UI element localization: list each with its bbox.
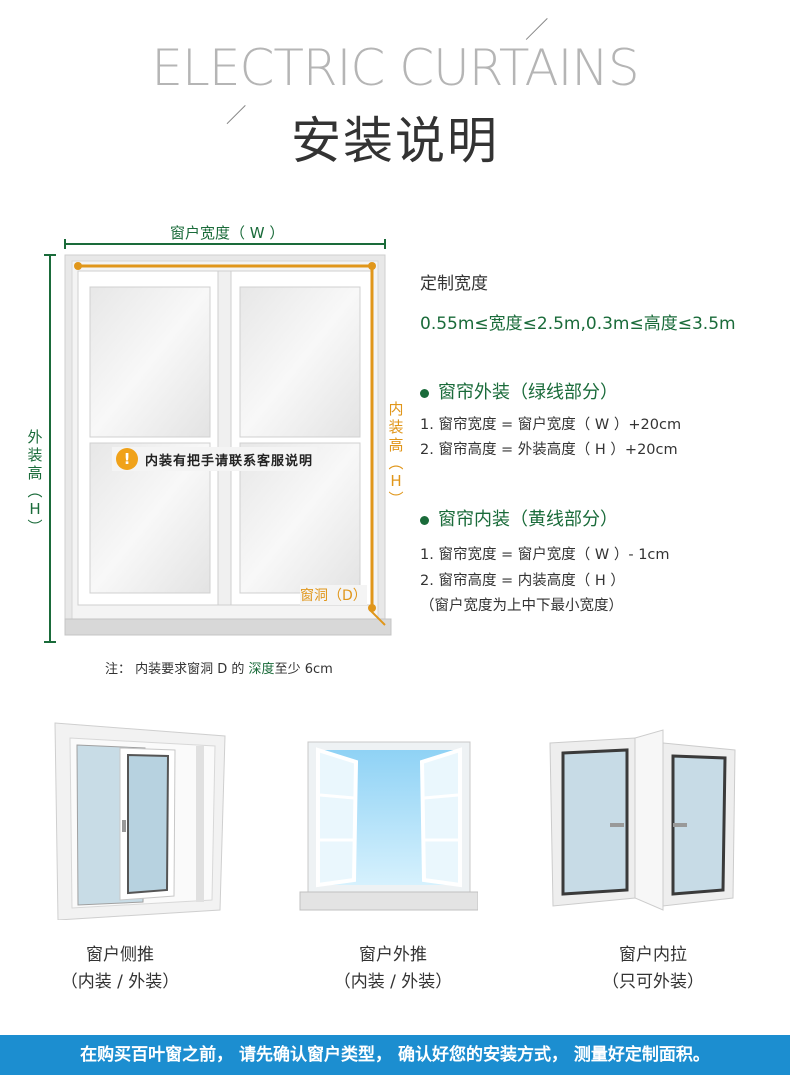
window-type-name: 窗户侧推 — [86, 945, 154, 965]
inner-height-label: 内 装 高 ︵ H ︶ — [387, 400, 405, 508]
outer-height-label: 外 装 高 ︵ H ︶ — [26, 428, 44, 536]
green-dot-icon — [420, 388, 429, 398]
inner-height-char: 高 — [388, 436, 404, 454]
outer-install-line: 2. 窗帘高度 = 外装高度（ H ）+20cm — [420, 442, 678, 458]
inner-install-title-text: 窗帘内装（黄线部分） — [438, 509, 618, 530]
inner-height-char: ︵ — [388, 454, 404, 472]
orange-dot-icon — [420, 515, 429, 525]
outer-height-char: ︵ — [27, 482, 43, 500]
depth-note-highlight: 深度 — [248, 662, 275, 677]
outer-height-char: H — [29, 500, 41, 518]
window-type-install: （只可外装） — [602, 972, 704, 992]
size-range: 0.55m≤宽度≤2.5m,0.3m≤高度≤3.5m — [420, 314, 736, 334]
inner-install-line: 1. 窗帘宽度 = 窗户宽度（ W ）- 1cm — [420, 547, 670, 563]
casement-inward-image — [549, 729, 736, 911]
outer-install-title: 窗帘外装（绿线部分） — [420, 378, 618, 404]
sliding-window-image — [54, 722, 226, 920]
outer-install-line: 1. 窗帘宽度 = 窗户宽度（ W ）+20cm — [420, 417, 682, 433]
header-title-en: ELECTRIC CURTAINS — [151, 39, 639, 97]
window-type-name: 窗户外推 — [359, 945, 427, 965]
window-width-label: 窗户宽度（ W ） — [170, 224, 285, 242]
window-type-install: （内装 / 外装） — [333, 972, 453, 992]
handle-warning: ! 内装有把手请联系客服说明 — [112, 447, 318, 471]
depth-note-suffix: 至少 6cm — [274, 662, 333, 677]
inner-height-char: 内 — [388, 400, 404, 418]
outer-height-char: 外 — [27, 428, 43, 446]
inner-install-title: 窗帘内装（黄线部分） — [420, 505, 618, 531]
inner-height-char: ︶ — [388, 490, 404, 508]
custom-width-title: 定制宽度 — [420, 274, 488, 294]
outer-height-char: ︶ — [27, 518, 43, 536]
exclamation-icon: ! — [116, 448, 138, 470]
footer-banner: 在购买百叶窗之前， 请先确认窗户类型， 确认好您的安装方式， 测量好定制面积。 — [0, 1035, 790, 1075]
casement-outward-image — [299, 741, 478, 911]
inner-install-line: （窗户宽度为上中下最小宽度） — [420, 598, 623, 614]
depth-note: 注： 内装要求窗洞 D 的 深度至少 6cm — [105, 658, 333, 677]
window-hole-label: 窗洞（D） — [300, 585, 367, 605]
inner-install-line: 2. 窗帘高度 = 内装高度（ H ） — [420, 573, 625, 589]
inner-height-char: H — [390, 472, 402, 490]
decorative-slash-top — [525, 18, 548, 40]
inner-height-char: 装 — [388, 418, 404, 436]
outer-install-title-text: 窗帘外装（绿线部分） — [438, 382, 618, 403]
outer-height-char: 装 — [27, 446, 43, 464]
depth-note-prefix: 注： 内装要求窗洞 D 的 — [105, 662, 249, 677]
window-measurement-diagram — [44, 239, 392, 643]
window-type-name: 窗户内拉 — [619, 945, 687, 965]
header-title-cn: 安装说明 — [291, 112, 499, 170]
outer-height-char: 高 — [27, 464, 43, 482]
window-type-install: （内装 / 外装） — [60, 972, 180, 992]
handle-warning-text: 内装有把手请联系客服说明 — [145, 453, 314, 469]
